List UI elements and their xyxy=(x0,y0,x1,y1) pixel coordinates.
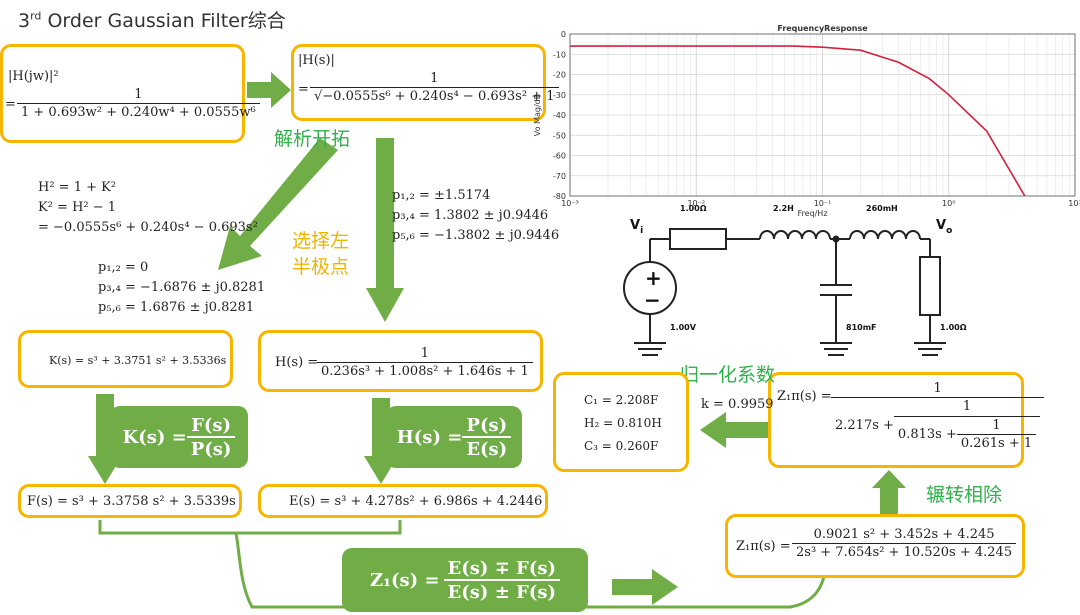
minus-sign: − xyxy=(644,288,661,312)
y-tick-label: -70 xyxy=(553,172,566,181)
magnitude-lhs: |H(s)| xyxy=(298,53,335,68)
normalization-label: 归一化系数 xyxy=(680,364,776,386)
y-tick-label: -40 xyxy=(553,111,566,120)
l2-value: 260mH xyxy=(866,205,898,213)
page-title: 3rd Order Gaussian Filter综合 xyxy=(18,9,286,32)
k-ratio-fraction: F(s)P(s) xyxy=(186,415,236,460)
select-left-poles-label: 选择左半极点 xyxy=(292,230,350,278)
y-tick-label: -50 xyxy=(553,131,566,140)
e-polynomial-box: E(s) = s³ + 4.278s² + 6.986s + 4.2446 xyxy=(258,484,548,518)
z1pi-lhs: Z₁π(s) = xyxy=(736,539,791,554)
y-tick-label: -10 xyxy=(553,50,566,59)
equals-sign: = xyxy=(5,97,16,112)
h-ratio-box: H(s) = P(s)E(s) xyxy=(386,406,522,468)
response-curve xyxy=(570,45,1026,197)
equals-sign: = xyxy=(298,82,309,97)
y-tick-label: -20 xyxy=(553,71,566,80)
k-ratio-lhs: K(s) = xyxy=(122,426,187,448)
load-value: 1.00Ω xyxy=(940,323,967,332)
z1-formula-box: Z₁(s) = E(s) ∓ F(s)E(s) ± F(s) xyxy=(342,548,588,612)
y-axis-label: Vo Mag/dB xyxy=(533,94,542,136)
x-tick-label: 10⁻² xyxy=(687,199,705,208)
right-arrow xyxy=(612,569,678,605)
h-lhs: H(s) = xyxy=(275,355,319,370)
f-polynomial: F(s) = s³ + 3.3758 s² + 3.5339s xyxy=(27,494,236,509)
y-tick-label: 0 xyxy=(561,30,566,39)
euclidean-division-label: 辗转相除 xyxy=(926,484,1003,506)
c1-value: 810mF xyxy=(846,323,877,332)
vi-label: Vi xyxy=(630,218,643,236)
e-polynomial: E(s) = s³ + 4.278s² + 6.986s + 4.2446 xyxy=(289,494,543,509)
magnitude-box: |H(s)| = 1√−0.0555s⁶ + 0.240s⁴ − 0.693s²… xyxy=(291,44,559,121)
l1-value: 2.2H xyxy=(773,205,794,213)
x-tick-label: 10⁰ xyxy=(942,199,955,208)
k-ratio-box: K(s) = F(s)P(s) xyxy=(110,406,248,468)
frequency-response-chart: FrequencyResponse 10⁻³ 10⁻² 10⁻¹ 10⁰ 10¹ 0 -10 -… xyxy=(533,24,1080,218)
k-value: k = 0.9959 xyxy=(701,397,774,412)
x-tick-label: 10⁻³ xyxy=(561,199,579,208)
left-arrow xyxy=(700,412,768,448)
diagonal-arrow xyxy=(218,138,338,270)
magnitude-fraction: 1√−0.0555s⁶ + 0.240s⁴ − 0.693s² + 1 xyxy=(310,71,559,106)
y-tick-label: -30 xyxy=(553,91,566,100)
x-tick-label: 10⁻¹ xyxy=(814,199,832,208)
x-tick-label: 10¹ xyxy=(1068,199,1080,208)
ladder-lhs: Z₁π(s) = xyxy=(777,389,832,404)
z1-formula-fraction: E(s) ∓ F(s)E(s) ± F(s) xyxy=(443,558,560,603)
combine-bracket xyxy=(98,520,827,609)
source-value: 1.00V xyxy=(670,323,697,332)
k-polynomial-box: K(s) = s³ + 3.3751 s² + 3.5336s xyxy=(18,330,233,388)
chart-title: FrequencyResponse xyxy=(777,24,868,33)
circuit-schematic: + − Vi Vo 1.00Ω 2.2H 260mH 810mF 1.00V 1… xyxy=(623,205,967,356)
down-arrow xyxy=(366,138,404,322)
r1-value: 1.00Ω xyxy=(680,205,707,213)
vo-label: Vo xyxy=(936,218,952,236)
y-tick-label: -60 xyxy=(553,152,566,161)
x-axis-label: Freq/Hz xyxy=(797,209,827,218)
h-ratio-fraction: P(s)E(s) xyxy=(462,415,512,460)
analytic-continuation-label: 解析开拓 xyxy=(274,128,351,150)
right-arrow xyxy=(247,72,291,108)
magnitude-squared-lhs: |H(jw)|² xyxy=(8,69,59,84)
up-arrow xyxy=(872,470,906,514)
f-polynomial-box: F(s) = s³ + 3.3758 s² + 3.5339s xyxy=(18,484,242,518)
h-ratio-lhs: H(s) = xyxy=(396,426,463,448)
plus-sign: + xyxy=(645,266,662,290)
y-tick-label: -80 xyxy=(553,192,566,201)
k-polynomial: K(s) = s³ + 3.3751 s² + 3.5336s xyxy=(49,354,227,367)
plot-frame xyxy=(569,33,1076,197)
z1-formula-lhs: Z₁(s) = xyxy=(370,569,440,591)
